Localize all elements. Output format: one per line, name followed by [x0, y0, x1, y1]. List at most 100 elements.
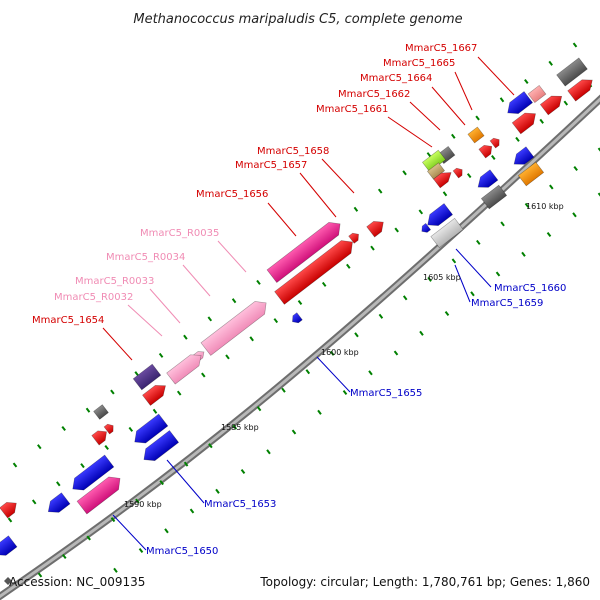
gene-label-mmarc5-1667[interactable]: MmarC5_1667: [405, 43, 477, 54]
gene-label-mmarc5-1656[interactable]: MmarC5_1656: [196, 189, 268, 200]
leader-line: [454, 264, 471, 303]
gene-feature-red-outer-b[interactable]: [539, 91, 565, 116]
gene-feature-gray-inner[interactable]: [480, 184, 508, 210]
topology-text: Topology: circular; Length: 1,780,761 bp…: [259, 575, 590, 589]
tick-mark: [183, 461, 189, 467]
gene-label-mmarc5-1653[interactable]: MmarC5_1653: [204, 499, 276, 510]
gene-label-mmarc5-r0034[interactable]: MmarC5_R0034: [106, 252, 185, 263]
gene-feature-blue-tiny[interactable]: [419, 222, 432, 234]
gene-feature-red-mid-a[interactable]: [91, 427, 110, 446]
tick-mark: [499, 97, 505, 103]
gene-label-mmarc5-r0035[interactable]: MmarC5_R0035: [140, 228, 219, 239]
gene-label-mmarc5-1661[interactable]: MmarC5_1661: [316, 104, 388, 115]
tick-mark: [305, 369, 311, 375]
gene-feature-red-small-a[interactable]: [478, 142, 495, 159]
gene-feature-mmarc5-r0033[interactable]: [166, 350, 206, 385]
tick-mark: [183, 334, 188, 340]
tick-mark: [475, 115, 480, 121]
gene-feature-mmarc5-1667[interactable]: [556, 57, 588, 87]
gene-label-mmarc5-1654[interactable]: MmarC5_1654: [32, 315, 104, 326]
gene-label-mmarc5-1662[interactable]: MmarC5_1662: [338, 89, 410, 100]
gene-feature-red-edge[interactable]: [0, 498, 20, 519]
gene-label-mmarc5-1658[interactable]: MmarC5_1658: [257, 146, 329, 157]
gene-feature-red-1661[interactable]: [433, 168, 455, 189]
gene-feature-blue-inner-b[interactable]: [474, 169, 499, 192]
gene-feature-red-small-b[interactable]: [489, 136, 502, 149]
gene-label-mmarc5-1659[interactable]: MmarC5_1659: [471, 298, 543, 309]
tick-mark: [113, 567, 118, 573]
tick-mark: [231, 298, 237, 304]
gene-feature-red-outer-a[interactable]: [567, 75, 597, 102]
gene-feature-mmarc5-1660[interactable]: [423, 203, 453, 231]
gene-feature-blue-low-b[interactable]: [44, 492, 71, 517]
gene-label-mmarc5-1657[interactable]: MmarC5_1657: [235, 160, 307, 171]
leader-line: [166, 459, 205, 504]
gene-label-mmarc5-r0032[interactable]: MmarC5_R0032: [54, 292, 133, 303]
tick-mark: [61, 425, 66, 432]
tick-mark: [189, 508, 195, 514]
gene-feature-blue-inner-a[interactable]: [510, 146, 535, 169]
gene-feature-mmarc5-1664[interactable]: [467, 126, 485, 144]
leader-line: [409, 101, 441, 131]
gene-feature-mmarc5-1654[interactable]: [132, 363, 162, 391]
gene-feature-mmarc5-1653b[interactable]: [139, 430, 180, 465]
tick-mark: [249, 336, 254, 342]
gene-feature-mmarc5-r0035[interactable]: [200, 297, 271, 356]
tick-mark: [394, 227, 399, 233]
tick-mark: [442, 191, 448, 197]
tick-mark: [491, 154, 496, 161]
leader-line: [299, 172, 337, 218]
tick-mark: [128, 426, 134, 432]
gene-feature-mmarc5-1657[interactable]: [348, 231, 362, 244]
tick-mark: [500, 221, 505, 227]
gene-feature-mmarc5-1661[interactable]: [421, 149, 447, 173]
tick-mark: [240, 468, 246, 475]
gene-feature-red-tiny[interactable]: [452, 166, 465, 179]
gene-feature-mmarc5-1656b[interactable]: [274, 236, 358, 305]
tick-mark: [393, 350, 399, 356]
tick-mark: [368, 370, 373, 376]
gene-label-mmarc5-1650[interactable]: MmarC5_1650: [146, 546, 218, 557]
tick-mark: [164, 528, 169, 534]
tick-mark: [85, 407, 91, 413]
gene-feature-mmarc5-1656[interactable]: [266, 217, 345, 283]
gene-feature-gray-small[interactable]: [93, 404, 109, 420]
tick-mark: [572, 212, 577, 218]
gene-feature-red-outer-c[interactable]: [511, 108, 540, 135]
gene-feature-tan[interactable]: [426, 162, 446, 180]
tick-mark: [521, 251, 526, 257]
gene-feature-mmarc5-1658[interactable]: [366, 217, 388, 238]
tick-mark: [346, 263, 351, 269]
tick-mark: [37, 572, 43, 578]
leader-line: [127, 304, 163, 337]
scale-label-1590: 1590 kbp: [124, 500, 162, 509]
tick-mark: [549, 184, 554, 190]
gene-label-mmarc5-1665[interactable]: MmarC5_1665: [383, 58, 455, 69]
tick-mark: [201, 372, 206, 378]
tick-mark: [176, 390, 182, 396]
tick-mark: [353, 206, 359, 212]
diamond-icon: [4, 577, 12, 585]
leader-line: [387, 116, 433, 148]
gene-feature-blue-edge[interactable]: [0, 535, 18, 560]
tick-mark: [273, 318, 279, 324]
gene-feature-orange-inner[interactable]: [517, 161, 545, 187]
gene-feature-mmarc5-1659[interactable]: [430, 217, 464, 249]
gene-feature-magenta-low[interactable]: [76, 472, 125, 515]
tick-mark: [546, 231, 552, 238]
tick-mark: [495, 271, 501, 277]
tick-mark: [37, 444, 42, 450]
tick-mark: [297, 299, 303, 306]
gene-feature-mmarc5-1665[interactable]: [503, 91, 533, 119]
gene-feature-salmon[interactable]: [527, 84, 547, 104]
gene-label-mmarc5-1660[interactable]: MmarC5_1660: [494, 283, 566, 294]
gene-label-mmarc5-r0033[interactable]: MmarC5_R0033: [75, 276, 154, 287]
gene-feature-red-mid-b[interactable]: [103, 422, 116, 435]
gene-feature-red-1654[interactable]: [142, 381, 170, 406]
gene-label-mmarc5-1664[interactable]: MmarC5_1664: [360, 73, 432, 84]
gene-label-mmarc5-1655[interactable]: MmarC5_1655: [350, 388, 422, 399]
tick-mark: [215, 488, 220, 494]
gene-feature-mmarc5-1653[interactable]: [130, 413, 169, 448]
gene-feature-mmarc5-1655[interactable]: [290, 312, 303, 326]
gene-feature-blue-low-a[interactable]: [68, 454, 115, 495]
